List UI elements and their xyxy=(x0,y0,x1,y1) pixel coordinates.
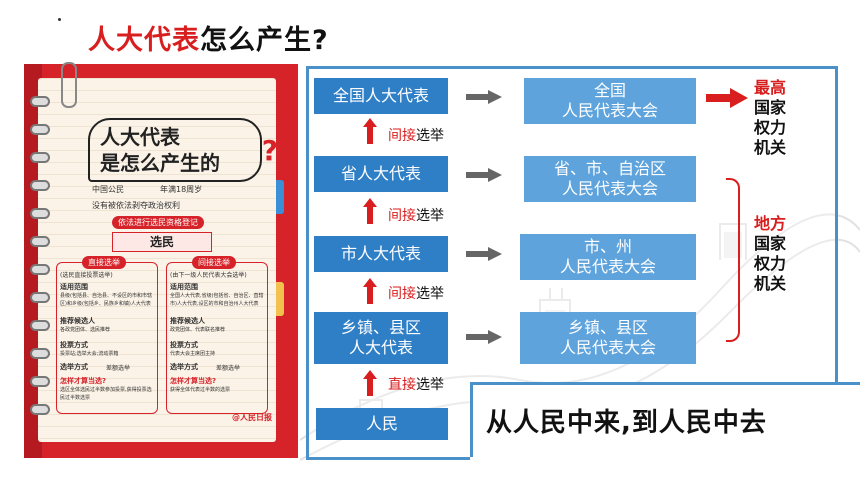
notebook-ring xyxy=(30,180,50,191)
right-arrow-icon xyxy=(466,168,502,182)
poster-text: 怎样才算当选? xyxy=(60,377,107,385)
poster-notebook-page xyxy=(38,78,276,442)
notebook-tab-blue xyxy=(276,180,284,214)
node-township-congress: 乡镇、县区 人民代表大会 xyxy=(520,312,696,364)
node-provincial-rep: 省人大代表 xyxy=(314,156,448,192)
poster-title-line1: 人大代表 xyxy=(100,125,180,149)
notebook-ring xyxy=(30,208,50,219)
label-highest-authority: 最高 国家 权力 机关 xyxy=(754,78,786,158)
highest-red-text: 最高 xyxy=(754,78,787,97)
election-type: 直接 xyxy=(388,377,416,393)
election-suffix: 选举 xyxy=(416,377,444,393)
poster-text: 推荐候选人 xyxy=(170,317,205,325)
local-text: 国家 xyxy=(754,234,787,253)
poster-text: 政党团体、代表联名推荐 xyxy=(170,327,226,333)
red-right-arrow-icon xyxy=(706,88,748,108)
slogan: 从人民中来,到人民中去 xyxy=(486,408,767,438)
poster-condition: 没有被依法剥夺政治权利 xyxy=(92,201,180,210)
poster-text: 差额选举 xyxy=(106,365,131,372)
slogan-panel-border xyxy=(470,382,860,385)
local-text: 权力 xyxy=(754,254,787,273)
node-provincial-congress: 省、市、自治区 人民代表大会 xyxy=(524,156,696,202)
node-npc: 全国 人民代表大会 xyxy=(524,78,696,124)
poster-text: 适用范围 xyxy=(170,283,198,291)
election-type: 间接 xyxy=(388,286,416,302)
highest-text: 机关 xyxy=(754,138,787,157)
slogan-panel xyxy=(470,382,860,460)
election-suffix: 选举 xyxy=(416,286,444,302)
decorative-dot xyxy=(58,18,61,21)
title-black-part: 怎么产生? xyxy=(200,25,329,56)
right-arrow-icon xyxy=(466,90,502,104)
election-suffix: 选举 xyxy=(416,208,444,224)
node-township-county-rep: 乡镇、县区 人大代表 xyxy=(314,312,448,364)
notebook-ring xyxy=(30,292,50,303)
poster-text: (选民直接投票选举) xyxy=(60,272,113,279)
poster-text: 怎样才算当选? xyxy=(170,377,217,385)
up-arrow-icon xyxy=(363,370,377,396)
poster-text: 代表大会主席团主持 xyxy=(170,351,216,357)
poster-text: 差额选举 xyxy=(216,365,241,372)
poster-text: 投票方式 xyxy=(60,341,88,349)
poster-direct-pill: 直接选举 xyxy=(82,256,126,269)
poster-text: 获得全体代表过半数的选票 xyxy=(170,387,231,393)
election-type: 间接 xyxy=(388,128,416,144)
paperclip-icon xyxy=(61,62,77,108)
notebook-ring xyxy=(30,124,50,135)
poster-text: 全国人大代表,省级(包括省、自治区、直辖市)人大代表,设区的市和自治州人大代表 xyxy=(170,293,264,307)
title-red-part: 人大代表 xyxy=(88,25,200,56)
poster-text: 选举方式 xyxy=(60,363,88,371)
local-red-text: 地方 xyxy=(754,214,787,233)
slogan-panel-border xyxy=(470,382,473,457)
node-city-rep: 市人大代表 xyxy=(314,236,448,272)
poster-text: 投票方式 xyxy=(170,341,198,349)
notebook-ring xyxy=(30,152,50,163)
local-bracket xyxy=(726,178,740,342)
node-city-congress: 市、州 人民代表大会 xyxy=(520,234,696,280)
notebook-ring xyxy=(30,320,50,331)
poster-indirect-pill: 间接选举 xyxy=(192,256,236,269)
notebook-ring xyxy=(30,264,50,275)
notebook-ring xyxy=(30,96,50,107)
right-arrow-icon xyxy=(466,330,502,344)
node-people: 人民 xyxy=(316,408,448,440)
highest-text: 国家 xyxy=(754,98,787,117)
highest-text: 权力 xyxy=(754,118,787,137)
question-mark-icon: ? xyxy=(261,134,278,167)
notebook-tab-yellow xyxy=(276,282,284,316)
poster-text: 选举方式 xyxy=(170,363,198,371)
notebook-ring xyxy=(30,348,50,359)
up-arrow-icon xyxy=(363,278,377,304)
notebook-ring xyxy=(30,376,50,387)
poster-condition: 中国公民 xyxy=(92,185,124,194)
poster-text: 投票站;选举大会;流动票箱 xyxy=(60,351,119,357)
election-suffix: 选举 xyxy=(416,128,444,144)
notebook-ring xyxy=(30,404,50,415)
poster-logo: @人民日报 xyxy=(232,413,272,422)
poster-title-line2: 是怎么产生的 xyxy=(100,151,220,175)
notebook-ring xyxy=(30,236,50,247)
right-arrow-icon xyxy=(466,247,502,261)
election-label-township: 直接选举 xyxy=(388,374,444,394)
election-type: 间接 xyxy=(388,208,416,224)
node-national-rep: 全国人大代表 xyxy=(314,78,448,114)
poster-text: 适用范围 xyxy=(60,283,88,291)
page-title: 人大代表怎么产生? xyxy=(88,18,329,57)
poster-text: 县级(包括县、自治县、不设区的市和市辖区)和乡级(包括乡、民族乡和镇)人大代表 xyxy=(60,293,152,307)
poster-voter-box: 选民 xyxy=(112,232,212,252)
local-text: 机关 xyxy=(754,274,787,293)
up-arrow-icon xyxy=(363,118,377,144)
election-label-national: 间接选举 xyxy=(388,125,444,145)
label-local-authority: 地方 国家 权力 机关 xyxy=(754,214,786,294)
election-label-provincial: 间接选举 xyxy=(388,205,444,225)
poster-condition: 年满18周岁 xyxy=(160,185,203,194)
poster-text: 各政党团体、选民推荐 xyxy=(60,327,111,333)
poster-text: 推荐候选人 xyxy=(60,317,95,325)
election-label-city: 间接选举 xyxy=(388,283,444,303)
poster-text: (由下一级人民代表大会选举) xyxy=(170,272,247,279)
poster-text: 选区全体选民过半数参加投票,获得投票选民过半数选票 xyxy=(60,387,152,401)
poster-register-pill: 依法进行选民资格登记 xyxy=(112,216,204,229)
up-arrow-icon xyxy=(363,198,377,224)
poster-title: 人大代表 是怎么产生的 ? xyxy=(88,118,278,182)
